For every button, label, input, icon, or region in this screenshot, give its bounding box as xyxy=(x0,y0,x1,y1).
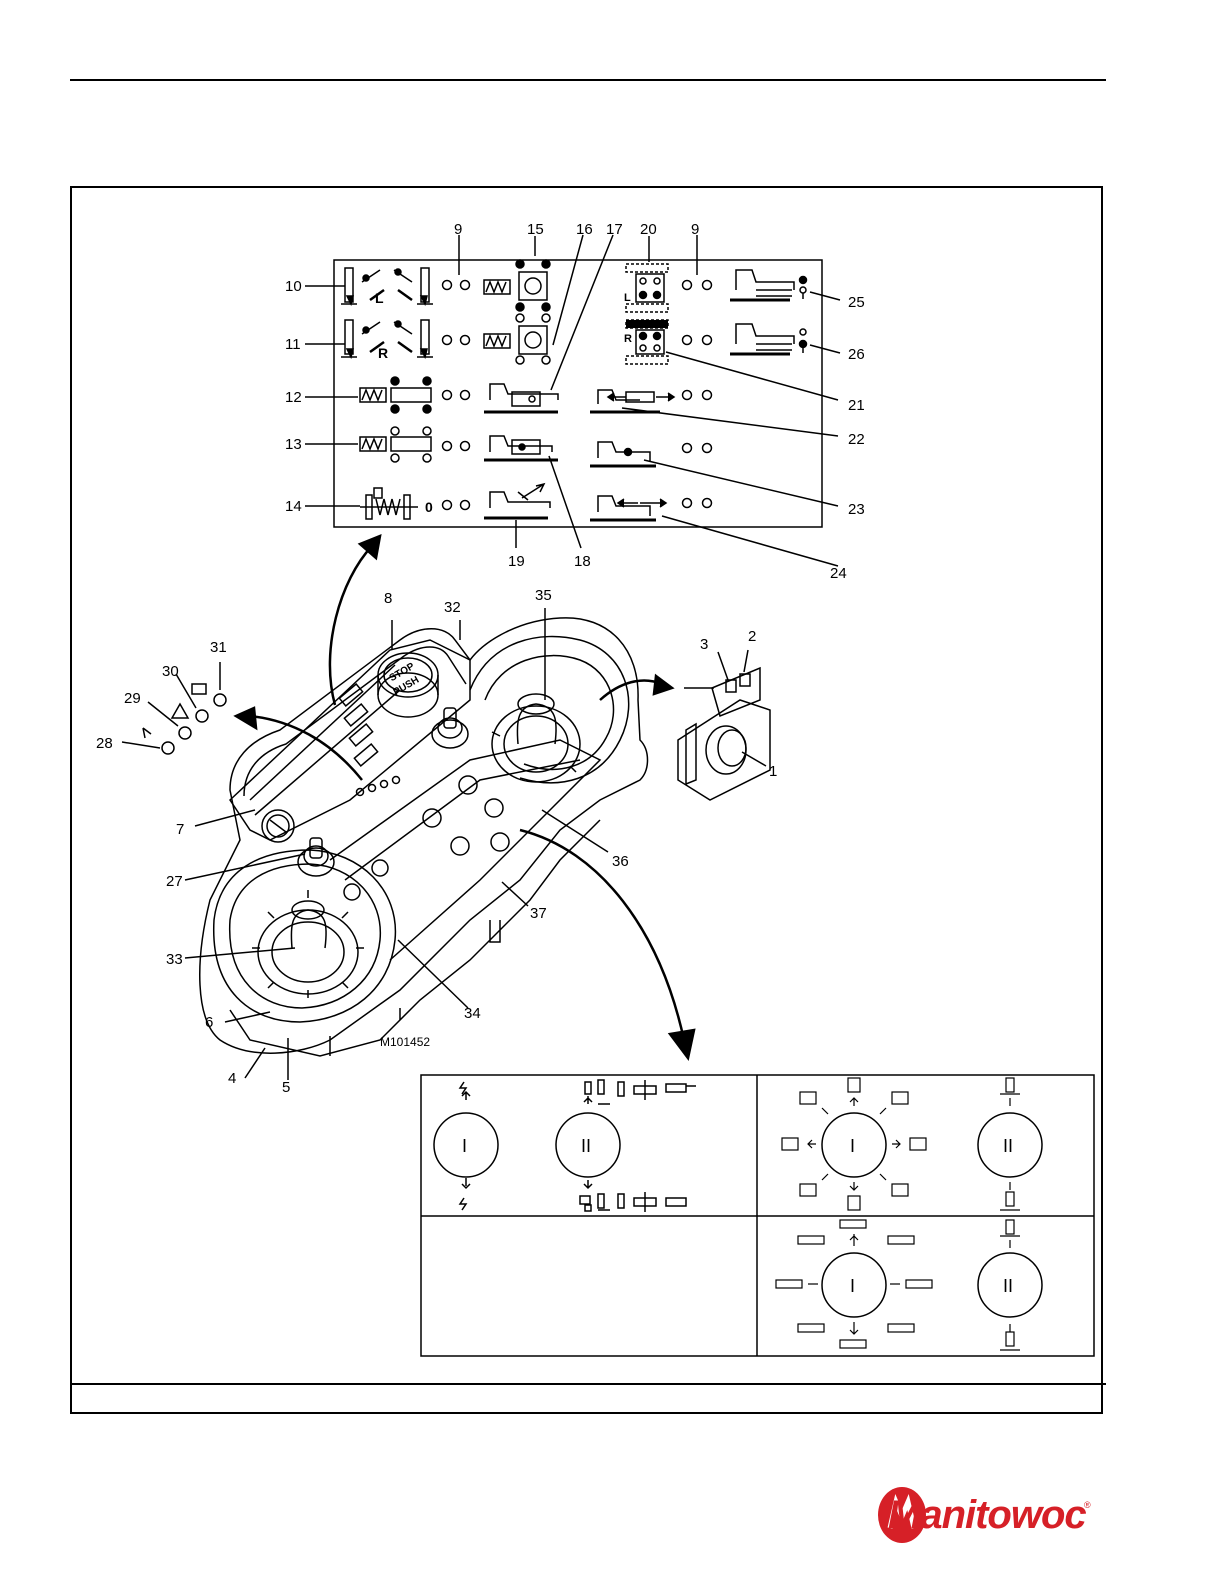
callout-34: 34 xyxy=(464,1005,481,1022)
callout-24: 24 xyxy=(830,565,847,582)
callout-16: 16 xyxy=(576,221,593,238)
callout-17: 17 xyxy=(606,221,623,238)
pointer-arrows xyxy=(236,536,694,1058)
outrigger-left-icon xyxy=(341,268,433,304)
figure-id: M101452 xyxy=(380,1035,430,1049)
tl-pos-1: I xyxy=(462,1136,467,1156)
callout-29: 29 xyxy=(124,690,141,707)
br-pos-2: II xyxy=(1003,1276,1013,1296)
callout-3: 3 xyxy=(700,636,708,653)
panel-letter-l: L xyxy=(375,290,384,306)
track-letter-l: L xyxy=(624,292,631,304)
callout-6: 6 xyxy=(205,1014,213,1031)
spring-carbody-icon xyxy=(360,377,431,413)
track-letter-r: R xyxy=(624,333,632,345)
callout-7: 7 xyxy=(176,821,184,838)
callout-14: 14 xyxy=(285,498,302,515)
callout-23: 23 xyxy=(848,501,865,518)
callout-25: 25 xyxy=(848,294,865,311)
crane-cab-raise-icon xyxy=(484,436,558,460)
counterweight-retract-icon xyxy=(590,496,666,520)
panel-letter-r: R xyxy=(378,345,388,361)
tr-pos-1: I xyxy=(850,1136,855,1156)
side-connector xyxy=(678,668,770,800)
control-unit xyxy=(200,618,648,1056)
status-leds xyxy=(143,684,226,754)
spring-carbody-open-icon xyxy=(360,427,431,462)
br-pos-1: I xyxy=(850,1276,855,1296)
crane-cab-tilt-icon xyxy=(484,484,550,518)
callout-9-left: 9 xyxy=(454,221,462,238)
counterweight-pin-icon xyxy=(590,442,656,466)
callout-2: 2 xyxy=(748,628,756,645)
crane-cab-icon xyxy=(484,384,558,412)
brand-reg: ® xyxy=(1084,1500,1091,1510)
callout-37: 37 xyxy=(530,905,547,922)
callout-9-right: 9 xyxy=(691,221,699,238)
joystick-panel-top-left xyxy=(434,1080,696,1212)
track-right-icon xyxy=(626,320,668,364)
track-left-icon xyxy=(626,264,668,312)
swing-brake-icon xyxy=(360,488,418,519)
callout-8: 8 xyxy=(384,590,392,607)
body-leaders xyxy=(122,608,766,1080)
callout-27: 27 xyxy=(166,873,183,890)
callout-19: 19 xyxy=(508,553,525,570)
callout-10: 10 xyxy=(285,278,302,295)
callout-28: 28 xyxy=(96,735,113,752)
panel-letter-zero: 0 xyxy=(425,499,433,515)
callout-1: 1 xyxy=(769,763,777,780)
boom-down-icon xyxy=(730,324,807,354)
tl-pos-2: II xyxy=(581,1136,591,1156)
callout-12: 12 xyxy=(285,389,302,406)
toggle-switch-27[interactable] xyxy=(298,838,334,876)
callout-21: 21 xyxy=(848,397,865,414)
callout-20: 20 xyxy=(640,221,657,238)
spring-carbody-jack-open-icon xyxy=(484,314,550,364)
callout-15: 15 xyxy=(527,221,544,238)
toggle-switch-32[interactable] xyxy=(432,708,468,748)
boom-up-icon xyxy=(730,270,807,300)
callout-22: 22 xyxy=(848,431,865,448)
callout-5: 5 xyxy=(282,1079,290,1096)
left-joystick[interactable] xyxy=(252,890,364,998)
callout-11: 11 xyxy=(285,336,301,353)
callout-18: 18 xyxy=(574,553,591,570)
callout-26: 26 xyxy=(848,346,865,363)
callout-13: 13 xyxy=(285,436,302,453)
callout-32: 32 xyxy=(444,599,461,616)
callout-4: 4 xyxy=(228,1070,236,1087)
brand-name: Manitowoc xyxy=(888,1493,1086,1538)
callout-36: 36 xyxy=(612,853,629,870)
tr-pos-2: II xyxy=(1003,1136,1013,1156)
spring-carbody-jack-icon xyxy=(484,260,550,311)
callout-35: 35 xyxy=(535,587,552,604)
callout-31: 31 xyxy=(210,639,227,656)
callout-33: 33 xyxy=(166,951,183,968)
callout-30: 30 xyxy=(162,663,179,680)
